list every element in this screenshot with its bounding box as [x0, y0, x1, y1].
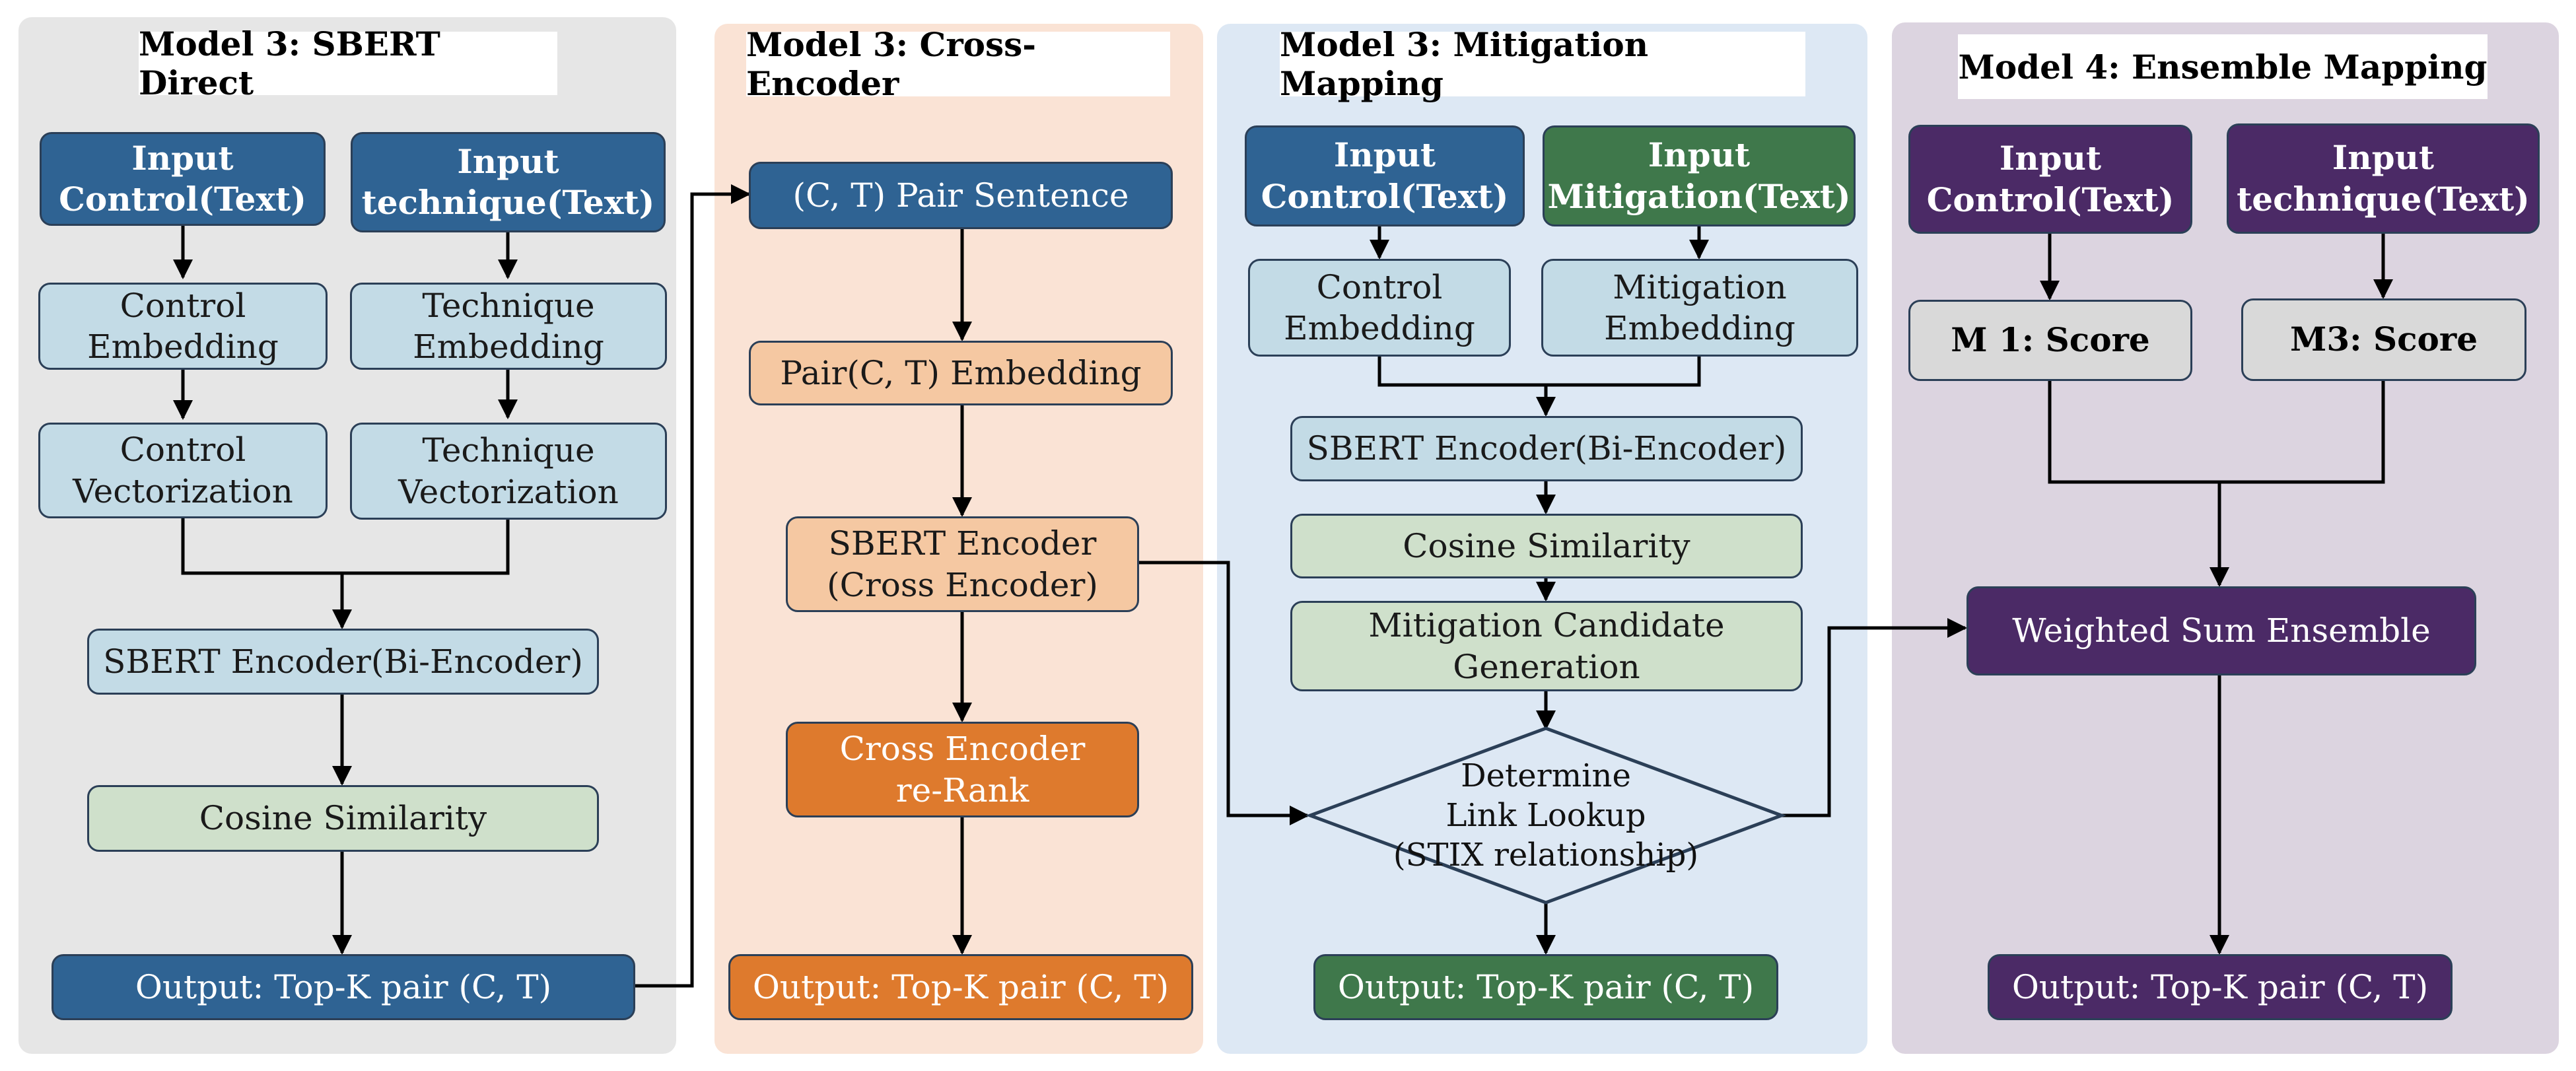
- sbert-cross-encoder: SBERT Encoder (Cross Encoder): [786, 516, 1139, 612]
- m1-score: M 1: Score: [1908, 300, 2192, 381]
- output-top-k-sbert: Output: Top-K pair (C, T): [52, 954, 635, 1020]
- control-embedding-m3: Control Embedding: [1248, 259, 1511, 357]
- pair-embedding: Pair(C, T) Embedding: [749, 341, 1173, 405]
- mitigation-candidate-generation: Mitigation Candidate Generation: [1290, 601, 1803, 691]
- pair-sentence: (C, T) Pair Sentence: [749, 162, 1173, 229]
- technique-embedding: Technique Embedding: [350, 283, 667, 370]
- title-sbert-direct: Model 3: SBERT Direct: [139, 24, 557, 102]
- input-mitigation-text: Input Mitigation(Text): [1543, 125, 1856, 226]
- m3-score: M3: Score: [2241, 298, 2526, 381]
- title-ensemble-mapping: Model 4: Ensemble Mapping: [1958, 34, 2488, 99]
- link-lookup-label: Determine Link Lookup (STIX relationship…: [1393, 757, 1699, 874]
- title-mitigation-mapping: Model 3: Mitigation Mapping: [1280, 25, 1805, 103]
- output-top-k-cross: Output: Top-K pair (C, T): [728, 954, 1193, 1020]
- cross-encoder-rerank: Cross Encoder re-Rank: [786, 722, 1139, 817]
- output-top-k-mitigation: Output: Top-K pair (C, T): [1313, 954, 1778, 1020]
- control-vectorization: Control Vectorization: [38, 423, 328, 518]
- weighted-sum-ensemble: Weighted Sum Ensemble: [1967, 586, 2476, 675]
- sbert-encoder-bi: SBERT Encoder(Bi-Encoder): [87, 629, 599, 695]
- output-top-k-ensemble: Output: Top-K pair (C, T): [1988, 954, 2453, 1020]
- cosine-similarity: Cosine Similarity: [87, 785, 599, 852]
- mitigation-embedding: Mitigation Embedding: [1541, 259, 1858, 357]
- input-technique-text: Input technique(Text): [351, 132, 666, 232]
- input-control-text-m3: Input Control(Text): [1245, 125, 1525, 226]
- cosine-similarity-m3: Cosine Similarity: [1290, 514, 1803, 578]
- input-control-text: Input Control(Text): [40, 132, 326, 226]
- input-control-text-m4: Input Control(Text): [1908, 125, 2192, 234]
- technique-vectorization: Technique Vectorization: [350, 423, 667, 520]
- title-cross-encoder: Model 3: Cross-Encoder: [746, 25, 1170, 103]
- input-technique-text-m4: Input technique(Text): [2227, 123, 2540, 234]
- sbert-encoder-bi-m3: SBERT Encoder(Bi-Encoder): [1290, 416, 1803, 481]
- control-embedding: Control Embedding: [38, 283, 328, 370]
